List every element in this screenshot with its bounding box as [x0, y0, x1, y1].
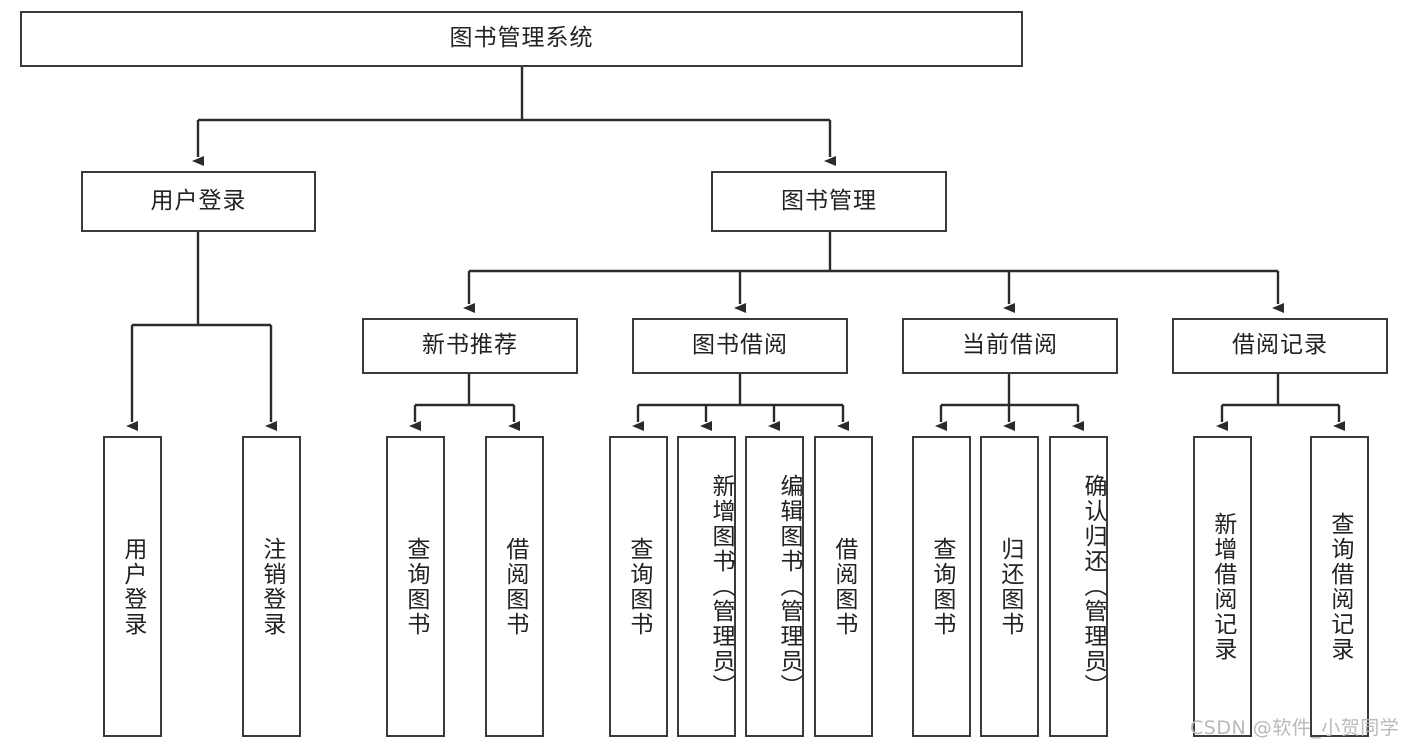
- node-user-login[interactable]: 用户登录: [81, 171, 316, 232]
- node-leaf-query-book-current[interactable]: 查询图书: [912, 436, 971, 737]
- node-label: 新书推荐: [422, 332, 518, 359]
- node-label: 注销登录: [258, 536, 285, 637]
- node-leaf-return-book[interactable]: 归还图书: [980, 436, 1039, 737]
- node-leaf-query-book-borrow[interactable]: 查询图书: [609, 436, 668, 737]
- node-borrow-record[interactable]: 借阅记录: [1172, 318, 1388, 374]
- node-leaf-borrow-book-recommend[interactable]: 借阅图书: [485, 436, 544, 737]
- node-label: 借阅图书: [501, 536, 528, 637]
- node-leaf-confirm-return-admin[interactable]: 确认归还（管理员）: [1049, 436, 1108, 737]
- node-label: 用户登录: [150, 187, 247, 214]
- node-leaf-edit-book-admin[interactable]: 编辑图书（管理员）: [745, 436, 804, 737]
- node-leaf-query-book-recommend[interactable]: 查询图书: [386, 436, 445, 737]
- node-label: 新增借阅记录: [1209, 511, 1236, 662]
- node-book-borrow[interactable]: 图书借阅: [632, 318, 848, 374]
- node-leaf-add-book-admin[interactable]: 新增图书（管理员）: [677, 436, 736, 737]
- node-leaf-user-login[interactable]: 用户登录: [103, 436, 162, 737]
- node-label: 查询图书: [625, 536, 652, 637]
- node-label: 确认归还（管理员）: [1080, 474, 1106, 699]
- node-label: 新增图书（管理员）: [708, 474, 734, 699]
- node-label: 归还图书: [996, 536, 1023, 637]
- node-label: 查询图书: [402, 536, 429, 637]
- node-book-management[interactable]: 图书管理: [711, 171, 947, 232]
- watermark-text: CSDN @软件_小贺同学: [1190, 717, 1400, 739]
- node-label: 借阅图书: [830, 536, 857, 637]
- node-label: 图书借阅: [692, 332, 788, 359]
- node-root-system[interactable]: 图书管理系统: [20, 11, 1023, 67]
- node-label: 借阅记录: [1232, 332, 1328, 359]
- node-label: 查询借阅记录: [1326, 511, 1353, 662]
- node-leaf-logout[interactable]: 注销登录: [242, 436, 301, 737]
- node-label: 图书管理系统: [449, 25, 594, 52]
- node-new-book-recommend[interactable]: 新书推荐: [362, 318, 578, 374]
- node-label: 当前借阅: [962, 332, 1058, 359]
- node-label: 查询图书: [928, 536, 955, 637]
- node-leaf-add-borrow-record[interactable]: 新增借阅记录: [1193, 436, 1252, 737]
- node-label: 图书管理: [781, 187, 877, 214]
- node-leaf-borrow-book[interactable]: 借阅图书: [814, 436, 873, 737]
- node-leaf-query-borrow-record[interactable]: 查询借阅记录: [1310, 436, 1369, 737]
- node-current-borrow[interactable]: 当前借阅: [902, 318, 1118, 374]
- node-label: 用户登录: [119, 536, 146, 637]
- node-label: 编辑图书（管理员）: [776, 474, 802, 699]
